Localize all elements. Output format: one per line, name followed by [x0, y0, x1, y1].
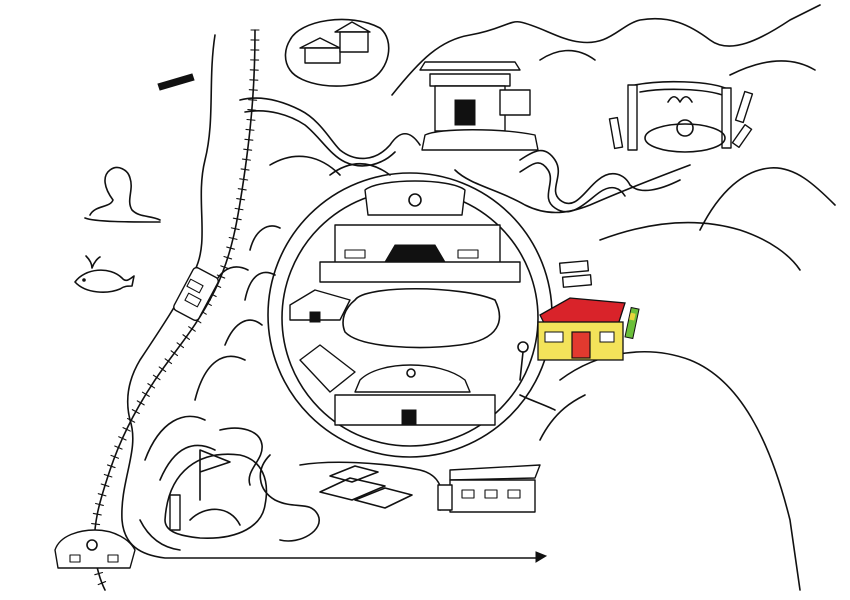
- rail-tie: [241, 158, 251, 161]
- rail-tie: [114, 445, 123, 450]
- highlighted-station-building: [537, 297, 640, 361]
- rail-tie: [118, 436, 127, 441]
- rail-tie: [237, 188, 247, 191]
- rail-tie: [131, 409, 140, 415]
- rail-tie: [141, 391, 150, 397]
- rail-tie: [122, 427, 131, 432]
- rail-tie: [240, 168, 250, 171]
- pier-bridge: [157, 73, 195, 91]
- rail-tie: [243, 148, 253, 151]
- rail-tie: [245, 128, 255, 131]
- rail-tie: [103, 473, 113, 478]
- road-network: [219, 97, 691, 542]
- rail-tie: [244, 138, 254, 141]
- rail-tie: [97, 581, 107, 586]
- track-terminal: [535, 551, 548, 563]
- rail-tie: [248, 99, 258, 101]
- rail-tie: [246, 118, 256, 121]
- rail-tie: [92, 512, 102, 516]
- whale: [74, 255, 135, 293]
- train: [173, 266, 219, 322]
- rail-tie: [95, 502, 104, 506]
- rock-island: [84, 166, 161, 223]
- rail-tie: [228, 236, 238, 240]
- main-school-building: [319, 180, 521, 283]
- rail-tie: [230, 227, 240, 231]
- rail-tie: [152, 374, 161, 381]
- shore-inner: [139, 519, 181, 551]
- hot-spring-arch: [608, 80, 754, 153]
- rail-tie: [106, 464, 116, 469]
- side-house: [289, 289, 351, 323]
- farmhouse-top: [284, 18, 390, 87]
- beach-hut: [54, 529, 136, 569]
- field-plots: [319, 465, 413, 509]
- rail-tie: [236, 198, 246, 201]
- rail-tie: [97, 493, 107, 497]
- rail-tie: [220, 265, 229, 270]
- pond: [342, 288, 501, 349]
- rail-tie: [188, 326, 196, 332]
- rail-tie: [176, 342, 185, 349]
- rail-tie: [126, 417, 136, 423]
- rail-tie: [100, 483, 110, 487]
- rail-tie: [94, 571, 104, 576]
- coastline: [121, 34, 541, 559]
- rail-tie: [158, 366, 167, 373]
- rail-tie: [223, 255, 233, 260]
- rail-tie: [91, 522, 101, 526]
- rail-tie: [232, 217, 242, 221]
- rail-tie: [110, 454, 119, 459]
- rail-tie: [147, 383, 156, 389]
- lower-hall: [299, 344, 496, 426]
- rail-tie: [170, 350, 179, 357]
- apartment-block: [437, 464, 541, 513]
- shrine-gate: [419, 61, 539, 151]
- rail-tie: [182, 334, 190, 340]
- rail-tie: [136, 400, 145, 406]
- rail-tie: [239, 178, 249, 181]
- signboards: [517, 260, 593, 381]
- rail-tie: [234, 207, 244, 211]
- rail-tie: [216, 274, 226, 279]
- field-with-flag: [164, 449, 268, 539]
- rail-tie: [226, 246, 235, 250]
- rail-tie: [164, 358, 173, 365]
